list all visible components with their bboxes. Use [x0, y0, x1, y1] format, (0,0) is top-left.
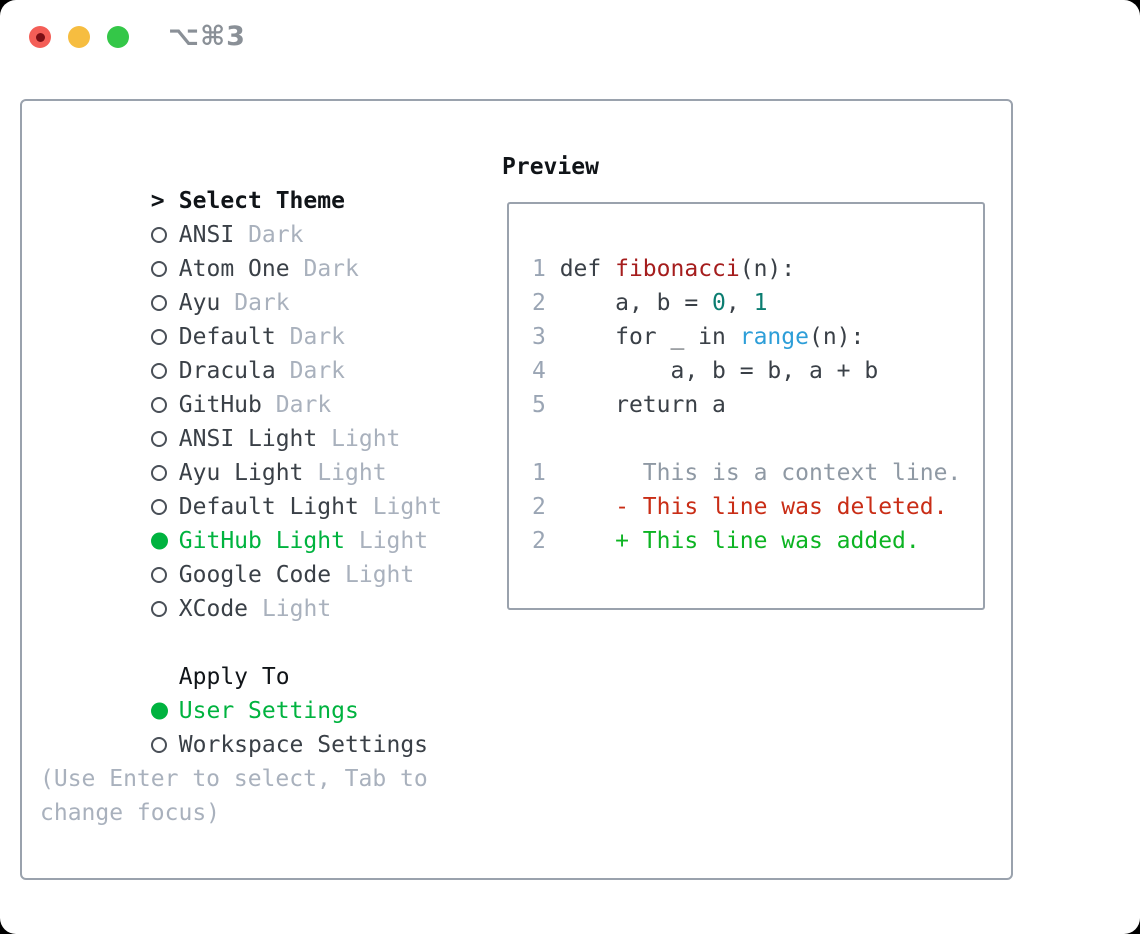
apply-to-header: Apply To	[178, 664, 290, 690]
radio-icon	[150, 354, 179, 388]
minimize-button[interactable]	[68, 26, 90, 48]
select-theme-header: > Select Theme	[40, 150, 490, 214]
close-icon	[35, 32, 45, 42]
code-line: 3 for _ in range(n):	[532, 324, 865, 350]
apply-option-workspace-settings[interactable]: Workspace Settings	[40, 694, 490, 758]
theme-variant-tag: Dark	[248, 222, 304, 248]
code-line: 5 return a	[532, 392, 726, 418]
radio-icon	[150, 422, 179, 456]
theme-variant-tag: Light	[345, 562, 415, 588]
help-text-line-2: change focus)	[40, 800, 221, 826]
chevron-right-icon: >	[150, 188, 165, 214]
radio-icon	[150, 252, 179, 286]
blank-line	[532, 422, 961, 456]
menu-title: Select Theme	[178, 188, 345, 214]
code-line: 4 a, b = b, a + b	[532, 358, 879, 384]
radio-icon	[150, 218, 179, 252]
apply-option-user-settings[interactable]: User Settings	[40, 660, 490, 724]
diff-line-context: 1 This is a context line.	[532, 460, 962, 486]
theme-variant-tag: Dark	[275, 392, 332, 418]
help-text-line-1: (Use Enter to select, Tab to	[40, 766, 428, 792]
radio-icon	[150, 320, 179, 354]
close-button[interactable]	[29, 26, 51, 48]
radio-icon	[150, 286, 179, 320]
diff-line-deleted: 2 - This line was deleted.	[532, 494, 948, 520]
code-line: 2 a, b = 0, 1	[532, 290, 768, 316]
title-bar: ⌥⌘3	[0, 0, 1140, 72]
radio-selected-icon	[150, 524, 179, 558]
window-title: ⌥⌘3	[168, 21, 246, 52]
radio-icon	[150, 592, 179, 626]
theme-variant-tag: Dark	[289, 358, 346, 384]
radio-icon	[150, 388, 179, 422]
theme-variant-tag: Dark	[303, 256, 359, 282]
theme-variant-tag: Light	[358, 528, 429, 554]
theme-variant-tag: Dark	[234, 290, 290, 316]
preview-heading: Preview	[502, 154, 599, 180]
radio-icon	[150, 490, 179, 524]
radio-icon	[150, 558, 179, 592]
diff-line-added: 2 + This line was added.	[532, 528, 920, 554]
theme-variant-tag: Light	[317, 460, 387, 486]
zoom-button[interactable]	[107, 26, 129, 48]
theme-variant-tag: Dark	[289, 324, 346, 350]
radio-icon	[150, 728, 179, 762]
theme-variant-tag: Light	[331, 426, 401, 452]
theme-variant-tag: Light	[261, 596, 332, 622]
preview-box: 1 def fibonacci(n): 2 a, b = 0, 1 3 for …	[507, 202, 985, 610]
radio-icon	[150, 456, 179, 490]
code-preview: 1 def fibonacci(n): 2 a, b = 0, 1 3 for …	[532, 252, 961, 558]
theme-variant-tag: Light	[372, 494, 442, 520]
radio-selected-icon	[150, 694, 179, 728]
code-line: 1 def fibonacci(n):	[532, 256, 796, 282]
